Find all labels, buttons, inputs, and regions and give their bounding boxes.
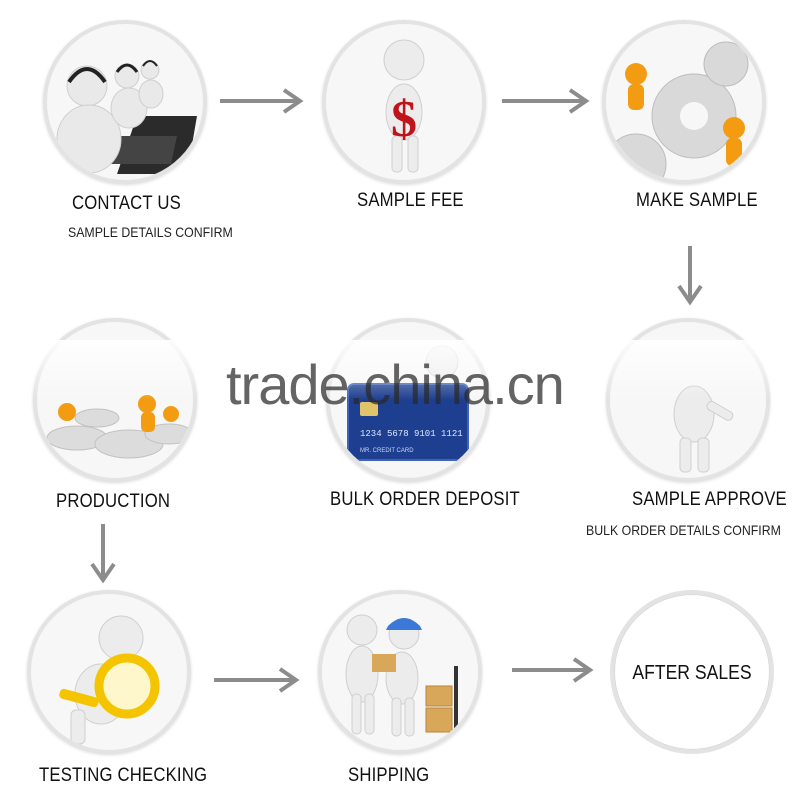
arrow-right-icon — [220, 88, 304, 114]
card-number: 1234 5678 9101 1121 — [360, 429, 463, 439]
step-label: BULK ORDER DEPOSIT — [330, 489, 520, 510]
sample-fee-illustration: $ — [322, 20, 486, 184]
step-label: TESTING CHECKING — [39, 765, 208, 786]
watermark-text: trade.china.cn — [226, 353, 565, 416]
contact-us-illustration — [43, 20, 207, 184]
call-center-icon — [47, 24, 203, 180]
step-label: MAKE SAMPLE — [636, 190, 758, 211]
step-label: SHIPPING — [348, 765, 430, 786]
gears-icon — [606, 24, 762, 180]
magnifier-person-icon — [31, 594, 187, 750]
after-sales-circle: AFTER SALES — [610, 590, 774, 754]
make-sample-illustration — [602, 20, 766, 184]
testing-checking-illustration — [27, 590, 191, 754]
step-label: SAMPLE FEE — [357, 190, 464, 211]
arrow-down-icon — [677, 246, 703, 306]
step-label: SAMPLE APPROVE — [632, 489, 787, 510]
step-label: CONTACT US — [72, 193, 181, 214]
arrow-down-icon — [90, 524, 116, 584]
step-sublabel: SAMPLE DETAILS CONFIRM — [68, 224, 233, 240]
arrow-right-icon — [512, 657, 594, 683]
svg-text:$: $ — [391, 91, 417, 148]
card-name: MR. CREDIT CARD — [360, 448, 414, 454]
arrow-right-icon — [214, 667, 300, 693]
after-sales-text: AFTER SALES — [632, 662, 752, 684]
shipping-illustration — [318, 590, 482, 754]
dollar-person-icon: $ — [326, 24, 482, 180]
step-sublabel: BULK ORDER DETAILS CONFIRM — [586, 522, 781, 538]
delivery-icon — [322, 594, 478, 750]
step-label: PRODUCTION — [56, 491, 171, 512]
photo-fade-overlay — [0, 340, 800, 400]
arrow-right-icon — [502, 88, 590, 114]
